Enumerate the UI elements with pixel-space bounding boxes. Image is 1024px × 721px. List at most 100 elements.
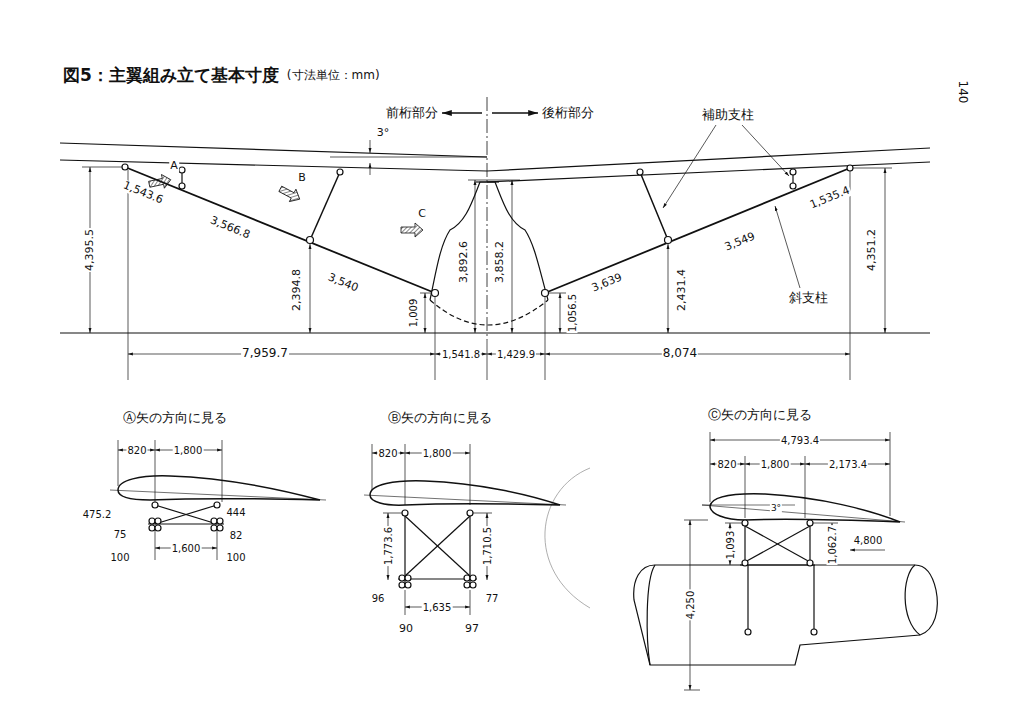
view-letter: B — [297, 172, 307, 184]
section-label: 前桁部分 — [385, 106, 439, 120]
diagonal-strut — [545, 168, 850, 293]
direction-arrow — [442, 112, 482, 113]
joint — [745, 629, 751, 635]
dimension: 2,394.8 — [291, 268, 303, 312]
joint — [155, 525, 161, 531]
extension-line — [420, 293, 432, 294]
view-heading: Ⓐ矢の方向に見る — [122, 411, 228, 425]
joint — [665, 237, 672, 244]
dimension: 2,173.4 — [828, 459, 868, 470]
dimension: 3,892.6 — [458, 240, 470, 284]
dimension: 1,600 — [171, 543, 202, 554]
joint — [847, 165, 853, 171]
figure-title: 図5：主翼組み立て基本寸度 — [62, 66, 280, 85]
post — [469, 513, 470, 585]
joint — [214, 502, 220, 508]
angle-label: 3° — [376, 127, 391, 139]
cabin-line — [476, 181, 499, 182]
dimension: 75 — [113, 529, 128, 540]
view-arrows — [148, 173, 423, 237]
strut-joints — [122, 164, 853, 297]
dimension: 1,800 — [760, 459, 791, 470]
bracing-wire — [745, 526, 810, 562]
chord-line — [364, 495, 566, 505]
view-arrow — [401, 223, 423, 237]
joint — [637, 169, 643, 175]
dimension: 475.2 — [82, 509, 113, 520]
dimension-line — [425, 293, 426, 333]
extension-line — [435, 296, 436, 380]
joint — [217, 525, 223, 531]
joint — [179, 167, 185, 173]
dimension: 1,543.6 — [120, 179, 165, 207]
view-letter: A — [169, 160, 179, 172]
ground-line — [60, 332, 930, 333]
joint — [149, 518, 155, 524]
joint — [405, 582, 411, 588]
fuselage-arc — [545, 468, 590, 608]
joint — [155, 518, 161, 524]
joint — [217, 518, 223, 524]
post — [744, 523, 745, 565]
dimension-line — [310, 244, 311, 333]
view-c — [634, 432, 938, 690]
joint — [464, 575, 470, 581]
leader-line — [742, 125, 789, 176]
joint — [790, 169, 796, 175]
joint — [179, 183, 185, 189]
bracing-wire — [155, 505, 217, 524]
dimension: 1,800 — [173, 445, 204, 456]
dimension: 1,056.5 — [567, 293, 578, 333]
leader-line — [663, 125, 716, 208]
dimension: 1,093 — [725, 530, 736, 561]
center-line — [487, 97, 488, 340]
dimension: 100 — [225, 552, 246, 563]
extension-line — [548, 293, 566, 294]
joint — [432, 290, 439, 297]
view-arrow — [277, 183, 303, 206]
dimension: 3,549 — [722, 230, 758, 254]
section-label: 後桁部分 — [541, 106, 595, 120]
dimension: 8,074 — [662, 347, 698, 360]
dimension: 444 — [225, 507, 246, 518]
airfoil — [118, 476, 320, 500]
view-a — [110, 440, 326, 560]
dimension: 7,959.7 — [241, 347, 289, 360]
joint — [470, 582, 476, 588]
extension-line — [405, 590, 406, 615]
extension-line — [217, 530, 218, 560]
dimension: 1,800 — [422, 448, 453, 459]
joint — [405, 575, 411, 581]
extension-line — [473, 513, 492, 514]
view-arrow — [148, 173, 172, 191]
post — [747, 565, 748, 632]
extension-line — [118, 440, 119, 486]
dimension: 3,639 — [589, 271, 625, 295]
extension-line — [545, 296, 546, 380]
joint — [742, 520, 748, 526]
spar-line — [740, 564, 815, 565]
extension-line — [684, 520, 708, 521]
dimension: 1,541.8 — [441, 349, 481, 360]
dimension: 1,773.6 — [383, 526, 394, 566]
leader-line — [850, 550, 885, 551]
view-heading: Ⓒ矢の方向に見る — [707, 408, 813, 422]
joint — [149, 525, 155, 531]
view-heading: Ⓑ矢の方向に見る — [387, 411, 493, 425]
dimension: 3,566.8 — [207, 214, 252, 242]
dimension: 96 — [371, 593, 386, 604]
extension-line — [890, 432, 891, 516]
dimension-line — [668, 244, 669, 333]
joint — [122, 164, 128, 170]
dimension: 4,250 — [685, 590, 696, 621]
extension-line — [710, 432, 711, 502]
diagonal-strut — [125, 167, 435, 293]
joint — [790, 183, 796, 189]
fuselage — [430, 182, 548, 325]
auxiliary-strut — [310, 172, 340, 240]
chord-line — [702, 505, 905, 522]
dimension: 4,395.5 — [84, 228, 96, 272]
dimension: 820 — [377, 448, 398, 459]
